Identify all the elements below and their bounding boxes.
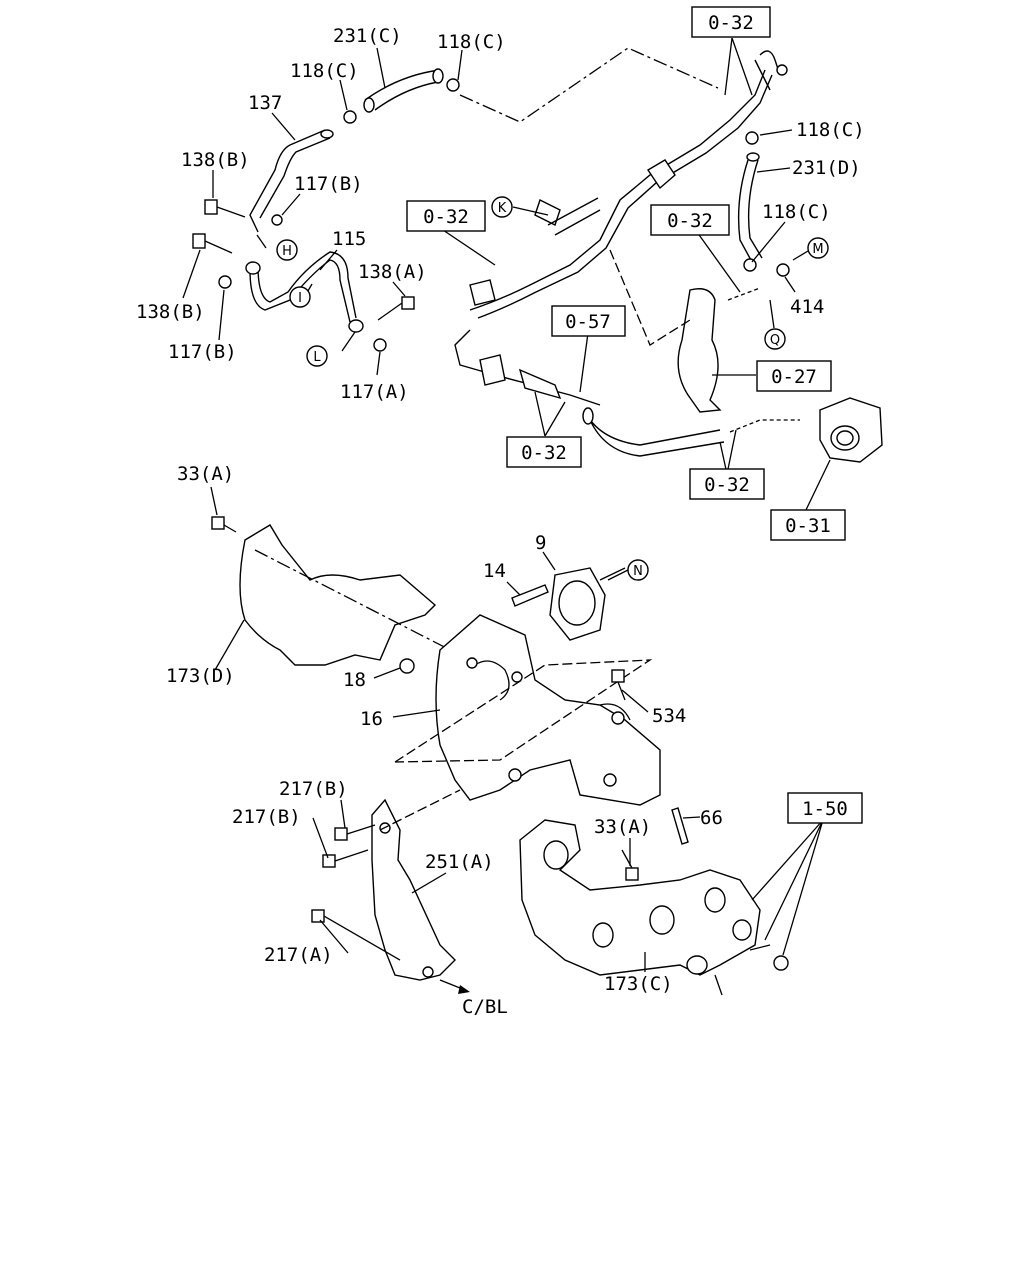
ref-box-150: 1-50: [787, 792, 863, 824]
bolt-534: [611, 669, 625, 683]
clamp-118c-b: [343, 110, 357, 124]
label-117b-bottom: 117(B): [168, 341, 237, 363]
svg-text:0-27: 0-27: [771, 366, 817, 388]
reference-boxes: 0-32 0-32 0-32 0-57 0-27 0-32 0-32 0-31: [406, 6, 863, 824]
bracket-251a: [371, 798, 456, 981]
bolt-217b-upper: [334, 827, 348, 841]
label-118c-right1: 118(C): [796, 119, 865, 141]
label-414: 414: [790, 296, 824, 318]
label-118c-top: 118(C): [437, 31, 506, 53]
bolt-138b-left: [192, 233, 206, 249]
label-534: 534: [652, 705, 686, 727]
svg-text:H: H: [282, 244, 292, 259]
upper-assembly: [182, 37, 883, 513]
callout-k: K: [491, 196, 513, 218]
nut-18: [399, 658, 415, 674]
label-14: 14: [483, 560, 506, 582]
heat-shield-027: [677, 288, 722, 413]
label-66: 66: [700, 807, 723, 829]
label-117b-top: 117(B): [294, 173, 363, 195]
label-115: 115: [332, 228, 366, 250]
hose-231d: [737, 159, 763, 263]
callout-n: N: [627, 559, 649, 581]
stud-14: [511, 584, 549, 607]
label-16: 16: [360, 708, 383, 730]
callout-letters: H I L K M Q N: [276, 196, 829, 581]
lower-assembly: [210, 486, 824, 996]
label-118c-left: 118(C): [290, 60, 359, 82]
label-118c-right2: 118(C): [762, 201, 831, 223]
label-138a: 138(A): [358, 261, 427, 283]
svg-text:0-32: 0-32: [708, 12, 754, 34]
label-231d: 231(D): [792, 157, 861, 179]
clamp-118c-a: [446, 78, 460, 92]
washer-117a: [373, 338, 387, 352]
water-pipe-main: [454, 69, 773, 406]
svg-text:0-57: 0-57: [565, 311, 611, 333]
ref-box-032-br: 0-32: [689, 468, 765, 500]
hose-231c: [364, 69, 441, 111]
svg-text:0-32: 0-32: [704, 474, 750, 496]
hose-bottom: [584, 411, 725, 457]
callout-q: Q: [764, 328, 786, 350]
nut-414: [776, 263, 790, 277]
ref-box-032-mid: 0-32: [650, 204, 730, 236]
bolt-217a: [311, 909, 325, 923]
ref-box-027: 0-27: [756, 360, 832, 392]
label-217b-2: 217(B): [232, 806, 301, 828]
ref-box-032-top: 0-32: [691, 6, 771, 38]
washer-117b-top: [271, 214, 283, 226]
label-9: 9: [535, 532, 546, 554]
label-217a: 217(A): [264, 944, 333, 966]
svg-text:M: M: [812, 242, 823, 257]
label-cbl: C/BL: [462, 996, 508, 1018]
callout-m: M: [807, 237, 829, 259]
exhaust-manifold-16: [435, 614, 661, 806]
svg-text:L: L: [313, 350, 321, 365]
label-231c: 231(C): [333, 25, 402, 47]
label-33a-mid: 33(A): [594, 816, 651, 838]
svg-text:0-32: 0-32: [521, 442, 567, 464]
nut-150: [773, 955, 789, 971]
heat-shield-173d: [239, 524, 437, 666]
label-33a-top: 33(A): [177, 463, 234, 485]
heat-shield-173c: [519, 819, 761, 976]
label-138b-left: 138(B): [136, 301, 205, 323]
svg-text:1-50: 1-50: [802, 798, 848, 820]
svg-text:N: N: [633, 564, 643, 579]
label-173d: 173(D): [166, 665, 235, 687]
label-217b-1: 217(B): [279, 778, 348, 800]
bolt-138a: [401, 296, 415, 310]
label-138b-top: 138(B): [181, 149, 250, 171]
svg-text:K: K: [498, 201, 507, 216]
callout-i: I: [289, 286, 311, 308]
svg-text:Q: Q: [770, 333, 780, 348]
callout-l: L: [306, 345, 328, 367]
pipe-115: [249, 251, 357, 323]
label-18: 18: [343, 669, 366, 691]
washer-117b-bottom: [218, 275, 232, 289]
svg-text:I: I: [298, 291, 302, 306]
bolt-33a-mid: [625, 867, 639, 881]
ref-box-057: 0-57: [551, 305, 626, 337]
svg-text:0-32: 0-32: [423, 206, 469, 228]
stud-66: [671, 807, 689, 845]
ref-box-032-left: 0-32: [406, 200, 486, 232]
svg-text:0-31: 0-31: [785, 515, 831, 537]
bolt-33a-top: [211, 516, 225, 530]
bolt-138b-top: [204, 199, 218, 215]
label-117a: 117(A): [340, 381, 409, 403]
ref-box-031: 0-31: [770, 509, 846, 541]
label-251a: 251(A): [425, 851, 494, 873]
pipe-137: [249, 129, 331, 233]
callout-h: H: [276, 239, 298, 261]
bolt-217b-lower: [322, 854, 336, 868]
part-labels: 231(C) 118(C) 118(C) 137 138(B) 117(B) 1…: [136, 25, 865, 1018]
svg-text:0-32: 0-32: [667, 210, 713, 232]
ref-box-032-bl: 0-32: [506, 436, 582, 468]
label-173c: 173(C): [604, 973, 673, 995]
label-137: 137: [248, 92, 282, 114]
